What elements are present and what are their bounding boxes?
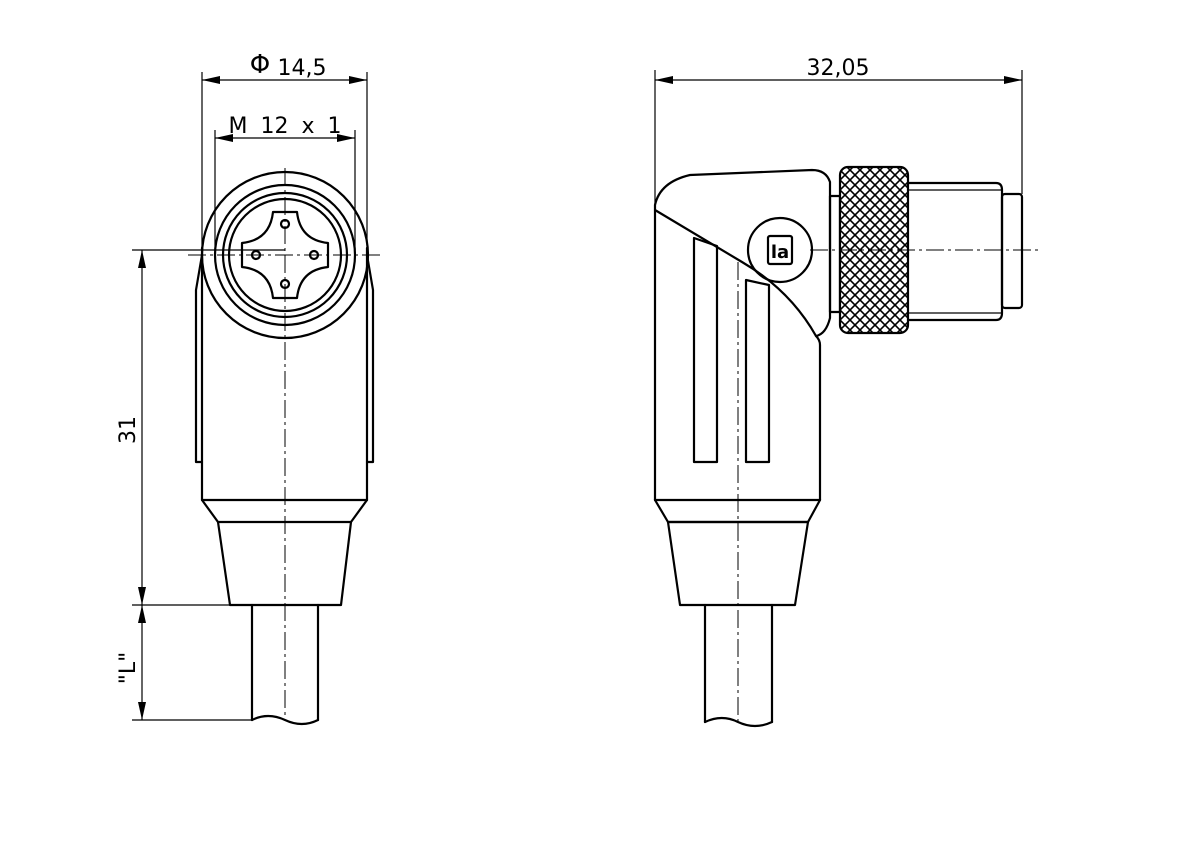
- diameter-value: 14,5: [278, 56, 327, 81]
- logo-frame: [766, 234, 794, 266]
- dimension-diameter: Φ 14,5: [201, 50, 368, 250]
- dimension-thread: M 12 x 1: [214, 114, 356, 250]
- side-thread: [906, 181, 1004, 322]
- side-collar: [828, 194, 842, 314]
- side-slot-1: [692, 236, 719, 464]
- logo-text: la: [771, 242, 789, 263]
- thread-label: M 12 x 1: [229, 114, 342, 139]
- side-slot-2: [744, 278, 771, 464]
- front-pin-insert: [240, 210, 330, 300]
- length-value: "L": [116, 652, 141, 685]
- dimension-width-side: 32,05: [654, 56, 1023, 205]
- diameter-symbol: Φ: [250, 50, 270, 80]
- front-left-grip: [194, 253, 204, 464]
- dimension-length: "L": [116, 605, 252, 721]
- side-thread-end: [1000, 192, 1024, 310]
- front-nose: [216, 520, 353, 607]
- side-body-outline: [653, 168, 832, 502]
- front-view: [188, 168, 382, 726]
- dimension-height: 31: [116, 249, 285, 606]
- height-value: 31: [116, 416, 141, 444]
- width-side-value: 32,05: [807, 56, 870, 81]
- front-right-grip: [365, 253, 375, 464]
- side-view: la: [653, 165, 1040, 728]
